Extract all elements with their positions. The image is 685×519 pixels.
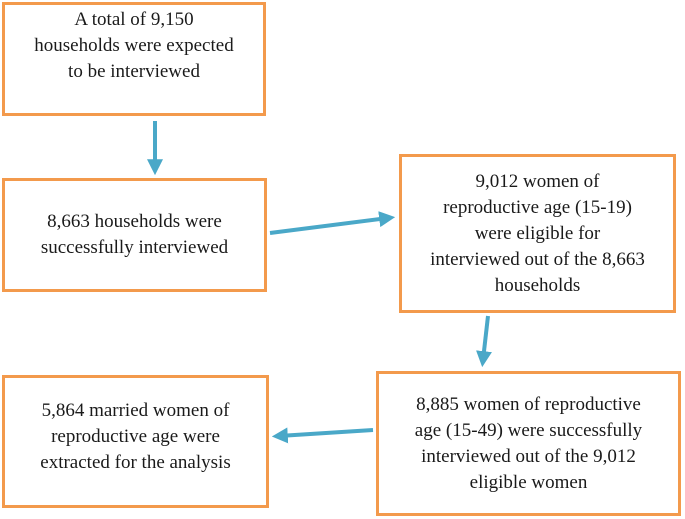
box-text-line: to be interviewed: [68, 61, 200, 82]
flow-box-women-interviewed: 8,885 women of reproductive age (15-49) …: [376, 371, 681, 516]
box-text-line: households were expected: [34, 35, 234, 56]
flow-box-women-eligible: 9,012 women of reproductive age (15-19) …: [399, 154, 676, 313]
box-text-line: age (15-49) were successfully: [414, 419, 643, 441]
box-text-line: households: [494, 274, 581, 296]
arrow-box4-to-box5: [271, 427, 374, 444]
box-text-line: eligible women: [469, 471, 588, 493]
box-text-line: interviewed out of the 9,012: [421, 445, 636, 467]
flow-box-households-expected: A total of 9,150 households were expecte…: [2, 2, 266, 116]
box-text-line: 8,663 households were: [47, 211, 222, 232]
flow-box-married-women-extracted: 5,864 married women of reproductive age …: [2, 375, 269, 508]
arrow-box2-to-box3: [269, 211, 396, 235]
box-text-line: reproductive age were: [51, 425, 220, 447]
box-text-line: successfully interviewed: [40, 237, 229, 258]
box-text-line: 9,012 women of: [475, 170, 600, 192]
box-text-line: A total of 9,150: [74, 9, 194, 30]
box-text-line: were eligible for: [474, 222, 601, 244]
box-text-line: interviewed out of the 8,663: [430, 248, 645, 270]
box-text-line: 5,864 married women of: [41, 399, 230, 421]
box-text-line: reproductive age (15-19): [443, 196, 632, 218]
arrow-box3-to-box4: [476, 315, 492, 368]
box-text-line: 8,885 women of reproductive: [416, 393, 641, 415]
flow-box-households-interviewed: 8,663 households were successfully inter…: [2, 178, 267, 292]
box-text-line: extracted for the analysis: [40, 451, 231, 473]
